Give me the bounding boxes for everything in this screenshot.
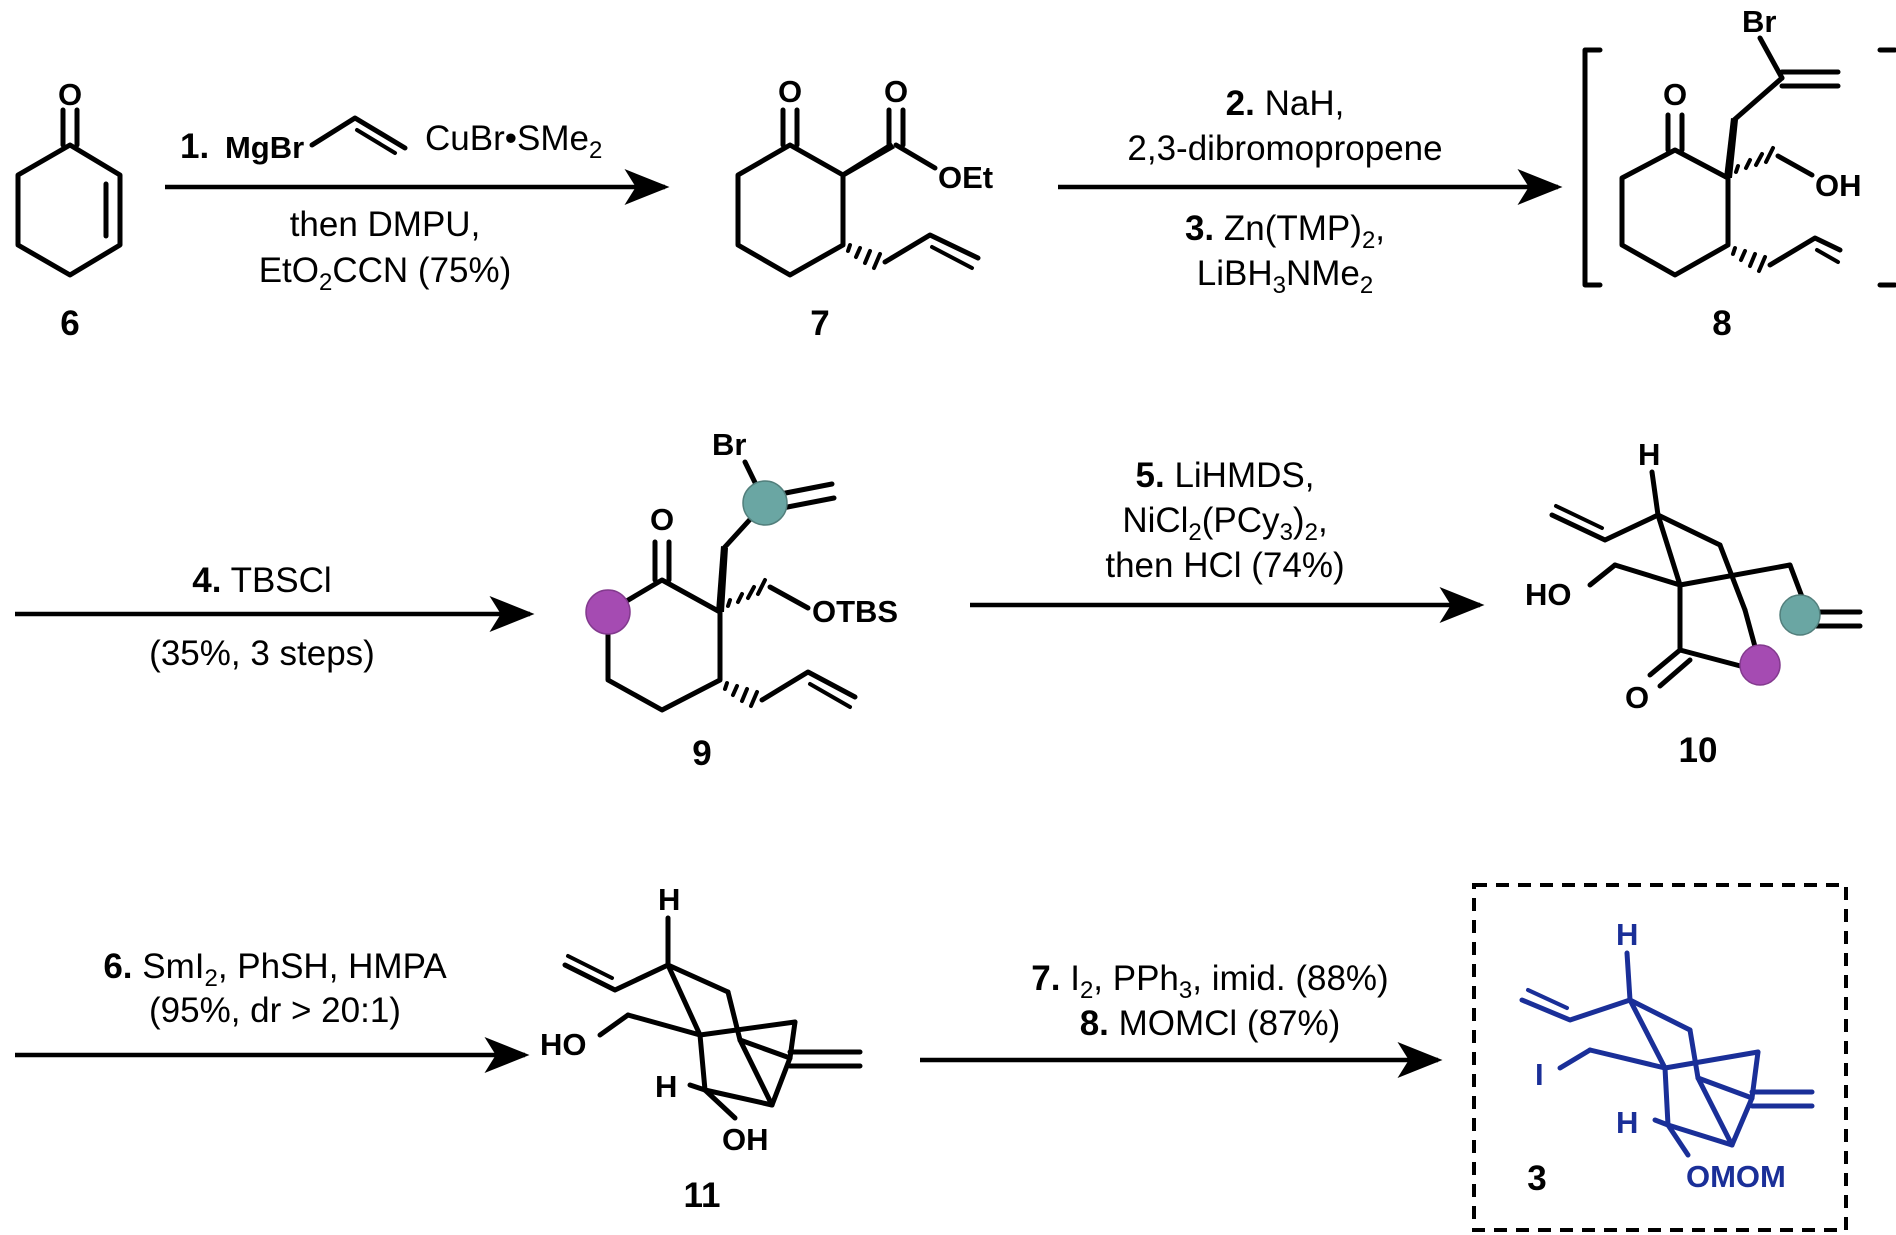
- compound-label-6: 6: [60, 304, 79, 343]
- compound-label-9: 9: [692, 734, 711, 773]
- compound-9: O Br OTBS 9: [585, 427, 898, 773]
- svg-text:2. NaH,: 2. NaH,: [1226, 84, 1345, 123]
- compound-7: O O OEt 7: [735, 74, 993, 343]
- svg-text:then HCl (74%): then HCl (74%): [1105, 546, 1344, 585]
- svg-text:H: H: [1638, 437, 1660, 472]
- svg-text:H: H: [1616, 1105, 1638, 1140]
- step-7-8-conditions: 7. I2, PPh3, imid. (88%) 8. MOMCl (87%): [1031, 959, 1388, 1043]
- teal-marker: [1779, 594, 1821, 636]
- step-1-line-1: then DMPU,: [290, 205, 481, 244]
- svg-text:H: H: [655, 1069, 677, 1104]
- svg-text:OEt: OEt: [938, 160, 993, 195]
- compound-10: H HO O 10: [1525, 437, 1863, 770]
- compound-label-8: 8: [1712, 304, 1731, 343]
- grignard-reagent: MgBr: [225, 130, 304, 165]
- svg-text:H: H: [658, 882, 680, 917]
- compound-label-3: 3: [1527, 1159, 1546, 1198]
- svg-text:CuBr•SMe2: CuBr•SMe2: [425, 119, 602, 164]
- compound-3: H I H OMOM 3: [1519, 917, 1815, 1198]
- compound-11: H HO H OH 11: [540, 882, 863, 1215]
- svg-text:4. TBSCl: 4. TBSCl: [192, 561, 331, 600]
- compound-label-10: 10: [1679, 731, 1718, 770]
- compound-label-7: 7: [810, 304, 829, 343]
- svg-text:I: I: [1535, 1057, 1544, 1092]
- svg-text:NiCl2(PCy3)2,: NiCl2(PCy3)2,: [1122, 501, 1327, 546]
- step-1-line-2: EtO2CCN (75%): [259, 251, 512, 296]
- step-2-3-conditions: 2. NaH, 2,3-dibromopropene 3. Zn(TMP)2, …: [1127, 84, 1442, 299]
- svg-text:LiBH3NMe2: LiBH3NMe2: [1197, 254, 1374, 299]
- svg-text:O: O: [884, 74, 908, 109]
- step-number-1: 1.: [180, 127, 209, 166]
- atom-o: O: [58, 77, 82, 112]
- step-6-conditions: 6. SmI2, PhSH, HMPA (95%, dr > 20:1): [103, 947, 447, 1030]
- compound-label-11: 11: [684, 1176, 721, 1215]
- svg-text:HO: HO: [1525, 577, 1572, 612]
- reaction-arrow-1: [165, 115, 670, 205]
- svg-text:OH: OH: [1815, 168, 1862, 203]
- svg-text:OMOM: OMOM: [1686, 1159, 1786, 1194]
- svg-text:2,3-dibromopropene: 2,3-dibromopropene: [1127, 129, 1442, 168]
- svg-text:O: O: [1663, 77, 1687, 112]
- magenta-marker: [1739, 644, 1781, 686]
- svg-text:O: O: [778, 74, 802, 109]
- svg-text:OH: OH: [722, 1122, 769, 1157]
- svg-text:H: H: [1616, 917, 1638, 952]
- svg-text:6. SmI2, PhSH, HMPA: 6. SmI2, PhSH, HMPA: [103, 947, 447, 992]
- magenta-marker: [585, 589, 631, 635]
- svg-text:5. LiHMDS,: 5. LiHMDS,: [1136, 456, 1315, 495]
- svg-text:7. I2, PPh3, imid. (88%): 7. I2, PPh3, imid. (88%): [1031, 959, 1388, 1004]
- target-box: [1472, 883, 1848, 1232]
- svg-text:HO: HO: [540, 1027, 587, 1062]
- compound-8: O Br OH 8: [1582, 4, 1896, 343]
- step-1-conditions: 1. MgBr CuBr•SMe2 then DMPU, EtO2CCN (75…: [180, 119, 602, 296]
- step-5-conditions: 5. LiHMDS, NiCl2(PCy3)2, then HCl (74%): [1105, 456, 1344, 585]
- svg-text:(95%, dr > 20:1): (95%, dr > 20:1): [149, 991, 401, 1030]
- compound-6: O 6: [15, 77, 123, 343]
- svg-text:Br: Br: [1742, 4, 1776, 39]
- svg-text:OTBS: OTBS: [812, 594, 898, 629]
- svg-text:3. Zn(TMP)2,: 3. Zn(TMP)2,: [1185, 209, 1385, 254]
- copper-reagent: CuBr•SMe: [425, 119, 589, 158]
- svg-text:(35%, 3 steps): (35%, 3 steps): [149, 634, 375, 673]
- svg-text:O: O: [650, 502, 674, 537]
- step-4-conditions: 4. TBSCl (35%, 3 steps): [149, 561, 375, 673]
- teal-marker: [742, 480, 788, 526]
- svg-text:O: O: [1625, 680, 1649, 715]
- svg-text:Br: Br: [712, 427, 746, 462]
- svg-text:1. MgBr: 1. MgBr: [180, 127, 304, 166]
- svg-text:8. MOMCl (87%): 8. MOMCl (87%): [1080, 1004, 1341, 1043]
